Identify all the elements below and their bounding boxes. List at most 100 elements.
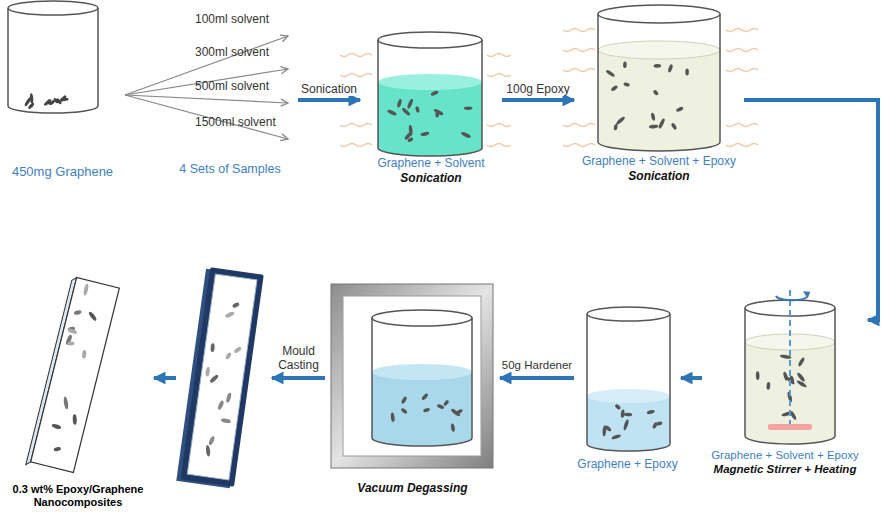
heat-waves [340,54,372,57]
graphene-flakes [53,446,61,452]
heat-waves [340,74,372,77]
graphene-flakes [602,425,607,436]
graphene-flakes [435,111,439,118]
graphene-flakes [613,124,618,131]
graphene-flakes [436,403,444,409]
graphene-flakes [217,400,225,411]
beaker [587,396,670,451]
graphene-flakes [225,311,236,319]
graphene-flakes [83,283,90,296]
graphene-flakes [401,396,408,405]
step-note: Sonication [400,171,461,186]
vacuum-chamber [343,296,481,456]
graphene-flakes [652,89,659,96]
graphene-flakes [797,357,805,367]
beaker [378,32,482,156]
graphene-flakes [675,106,683,112]
graphene-flakes [464,106,473,110]
graphene-flakes [43,98,52,106]
beaker [378,82,482,156]
graphene-flakes [650,112,655,121]
graphene-flakes [205,367,210,377]
graphene-flakes [766,382,770,390]
beaker [598,41,720,59]
beaker [587,389,670,403]
step-note: Vacuum Degassing [357,481,467,496]
graphene-flakes [73,414,77,425]
stirred-beaker [776,293,808,300]
graphene-flakes [623,82,630,87]
flow-arrow [154,376,176,380]
heat-waves [726,29,758,32]
heat-waves [340,124,372,127]
process-stage: Graphene + Solvent + EpoxySonication [574,6,744,186]
flow-arrow [272,376,325,380]
graphene-flakes [221,418,232,424]
graphene-flakes [53,97,59,104]
beaker [378,32,482,48]
edge-label: Sonication [299,82,359,96]
vacuum-chamber [372,372,472,446]
graphene-flakes [646,409,655,415]
vacuum-chamber [372,318,472,446]
heat-waves [563,69,595,72]
heat-waves [487,144,511,147]
graphene-flakes [624,413,633,417]
graphene-flakes [233,346,242,354]
graphene-flakes [423,407,431,413]
graphene-flakes [611,434,621,441]
heat-waves [563,29,595,32]
solvent-volume: 100ml solvent [193,12,271,26]
solvent-volume: 500ml solvent [193,79,271,93]
graphene-flakes [390,412,395,422]
heat-waves [726,124,758,127]
graphene-flakes [396,98,402,107]
heat-waves [340,144,372,147]
graphene-flakes [796,372,805,383]
graphene-flakes [605,69,615,78]
stage-caption: 450mg Graphene [12,164,113,180]
graphene-flakes [620,409,624,418]
graphene-flakes [654,64,662,68]
product-caption: 0.3 wt% Epoxy/Graphene Nanocomposites [5,483,151,509]
flow-arrow [744,100,878,320]
graphene-flakes [67,341,74,345]
graphene-flakes [73,309,81,315]
graphene-flakes [407,137,414,143]
graphene-flakes [605,61,689,130]
graphene-flakes [210,343,215,352]
flow-arrow [500,378,574,379]
graphene-flakes [60,98,69,101]
beaker [587,314,670,451]
beaker [598,14,720,151]
casting-mould [176,267,263,489]
heat-waves [726,144,758,147]
graphene-flakes [415,106,420,113]
flow-arrow [681,376,702,380]
graphene-flakes [209,374,219,384]
casting-mould [181,267,264,486]
graphene-flakes [614,403,621,410]
graphene-flakes [27,102,35,110]
graphene-flakes [390,393,463,432]
heat-waves [487,54,511,57]
split-line [125,69,288,95]
graphene-flakes [443,399,450,406]
graphene-flakes [67,328,78,335]
nanocomposite-bar [31,277,120,472]
beaker [8,1,98,113]
graphene-flakes [685,69,689,76]
beaker [8,8,98,113]
graphene-flakes [420,131,429,136]
graphene-flakes [796,379,808,388]
graphene-flakes [63,396,69,409]
nanocomposite-bar [26,277,120,477]
graphene-flakes [649,124,659,129]
solvent-volume: 1500ml solvent [193,115,278,129]
beaker [378,74,482,90]
graphene-flakes [421,393,429,401]
step-note: Sonication [628,169,689,184]
stirred-beaker [768,424,812,430]
